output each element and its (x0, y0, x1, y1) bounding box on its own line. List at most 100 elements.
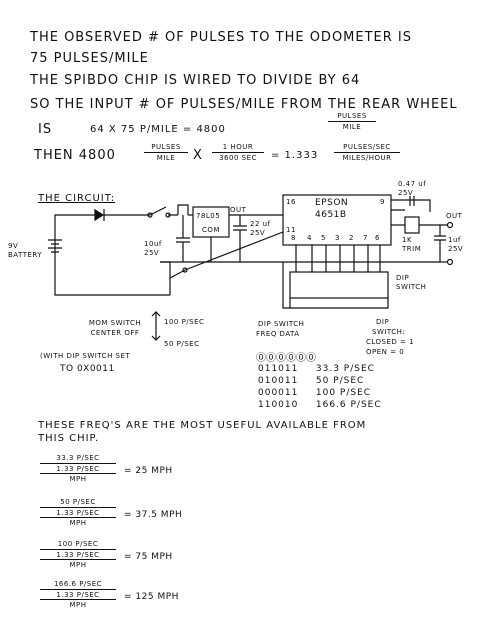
freq-row: 010011 50 P/SEC (258, 376, 382, 388)
chip-pin-5: 5 (321, 234, 326, 242)
output-cap-icon (409, 196, 415, 206)
dip-legend-1: DIP (376, 318, 390, 326)
freq-row: 011011 33.3 P/SEC (258, 364, 382, 376)
regulator-out-label: OUT (230, 206, 247, 214)
chip-pin-4: 4 (307, 234, 312, 242)
output-cap-label: 0.47 uf 25V (398, 180, 427, 197)
freq-value: 50 P/SEC (315, 376, 365, 386)
regulator-com-label: COM (202, 226, 220, 234)
freq-low-label: 50 P/SEC (164, 340, 200, 348)
trim-resistor (404, 216, 420, 234)
dip-legend-4: OPEN = 0 (366, 348, 405, 356)
calc-den-top: 1.33 P/SEC (40, 508, 116, 518)
freq-row: 000011 100 P/SEC (258, 388, 382, 400)
pulses-per-mile-fraction: PULSES MILE (144, 143, 188, 162)
header-line-5-expr: 64 X 75 P/MILE = 4800 (90, 124, 226, 135)
chip-pin-3: 3 (335, 234, 340, 242)
freq-bits: 010011 (258, 376, 299, 386)
calc-result: = 25 MPH (124, 466, 173, 476)
battery-wire (54, 214, 95, 238)
notes-line-1: THESE FREQ'S ARE THE MOST USEFUL AVAILAB… (38, 420, 367, 431)
fraction-numerator: PULSES (328, 112, 376, 122)
fraction-numerator: PULSES (144, 143, 188, 153)
chip-pin-8: 8 (291, 234, 296, 242)
header-line-4: SO THE INPUT # OF PULSES/MILE FROM THE R… (30, 97, 458, 112)
calc-den-bottom: MPH (69, 601, 87, 609)
dip-switch-circles-icon: ⓪⓪⓪⓪⓪⓪ (256, 353, 316, 364)
capacitor-22uf-icon (233, 215, 247, 262)
chip-pin-11: 11 (286, 226, 296, 234)
power-switch-icon (149, 206, 178, 216)
fraction-numerator: 1 HOUR (212, 143, 264, 153)
chip-pin-7: 7 (363, 234, 368, 242)
freq-row: 110010 166.6 P/SEC (258, 400, 382, 412)
dip-note-line-2: TO 0X0011 (60, 364, 115, 374)
dip-switch-block (289, 271, 389, 299)
dip-note-line-1: (WITH DIP SWITCH SET (40, 352, 131, 360)
freq-value: 100 P/SEC (315, 388, 372, 398)
battery-label: 9V BATTERY (8, 242, 43, 259)
momentary-switch-icon (160, 261, 186, 296)
hour-per-seconds-fraction: 1 HOUR 3600 SEC (212, 143, 264, 162)
header-line-2: 75 PULSES/MILE (30, 51, 149, 66)
chip-pin-2: 2 (349, 234, 354, 242)
dip-freq-title-2: FREQ DATA (256, 330, 300, 338)
header-line-5-fraction: PULSES MILE (328, 112, 376, 131)
calc-result: = 125 MPH (124, 592, 179, 602)
freq-bits: 011011 (258, 364, 299, 374)
calc-fraction: 166.6 P/SEC 1.33 P/SEC MPH (40, 580, 116, 609)
times-symbol: X (193, 148, 203, 163)
fraction-denominator: MILES/HOUR (342, 154, 392, 162)
calc-numerator: 100 P/SEC (40, 540, 116, 550)
cap-1uf-label: 1uf 25V (448, 236, 464, 253)
calc-fraction: 50 P/SEC 1.33 P/SEC MPH (40, 498, 116, 527)
freq-value: 166.6 P/SEC (315, 400, 382, 410)
header-line-1: THE OBSERVED # OF PULSES TO THE ODOMETER… (30, 30, 413, 45)
mom-switch-label: MOM SWITCH CENTER OFF (88, 319, 142, 337)
header-line-5-is: IS (38, 122, 53, 137)
conversion-result: = 1.333 (271, 150, 319, 161)
notes-line-2: THIS CHIP. (38, 433, 100, 444)
freq-bits: 110010 (258, 400, 299, 410)
battery-icon (48, 239, 62, 253)
freq-value: 33.3 P/SEC (315, 364, 375, 374)
fraction-denominator: 3600 SEC (219, 154, 257, 162)
cap-10uf-label: 10uf 25V (144, 240, 162, 257)
chip-pin-16: 16 (286, 198, 296, 206)
dip-legend-3: CLOSED = 1 (366, 338, 415, 346)
fraction-denominator: MILE (156, 154, 176, 162)
calc-result: = 37.5 MPH (124, 510, 183, 520)
calc-den-bottom: MPH (69, 475, 87, 483)
diode-icon (94, 208, 105, 222)
calc-result: = 75 MPH (124, 552, 173, 562)
freq-high-label: 100 P/SEC (164, 318, 205, 326)
chip-pin-9: 9 (380, 198, 385, 206)
capacitor-10uf-icon (176, 215, 190, 262)
dip-freq-title-1: DIP SWITCH (258, 320, 305, 328)
calc-numerator: 33.3 P/SEC (40, 454, 116, 464)
calc-fraction: 100 P/SEC 1.33 P/SEC MPH (40, 540, 116, 569)
cap-22uf-label: 22 uf 25V (250, 220, 271, 237)
chip-part-number: 4651B (315, 210, 347, 220)
mom-switch-arrow (151, 311, 161, 341)
output-cap-1uf-icon (434, 225, 446, 262)
calc-numerator: 50 P/SEC (40, 498, 116, 508)
trim-label: 1K TRIM (402, 236, 422, 253)
calc-den-bottom: MPH (69, 519, 87, 527)
fraction-denominator: MILE (342, 123, 362, 131)
calc-den-top: 1.33 P/SEC (40, 464, 116, 474)
pulses-per-sec-per-mph-fraction: PULSES/SEC MILES/HOUR (334, 143, 400, 162)
freq-table: 011011 33.3 P/SEC 010011 50 P/SEC 000011… (258, 364, 382, 412)
dip-switch-label: DIP SWITCH (396, 274, 427, 291)
dip-legend-2: SWITCH: (372, 328, 406, 336)
calc-den-bottom: MPH (69, 561, 87, 569)
chip-name: EPSON (315, 198, 349, 208)
ground-rail (54, 261, 283, 296)
header-line-6-then: THEN 4800 (34, 148, 116, 163)
calc-numerator: 166.6 P/SEC (40, 580, 116, 590)
calc-den-top: 1.33 P/SEC (40, 590, 116, 600)
calc-fraction: 33.3 P/SEC 1.33 P/SEC MPH (40, 454, 116, 483)
output-label: OUT (446, 212, 463, 220)
